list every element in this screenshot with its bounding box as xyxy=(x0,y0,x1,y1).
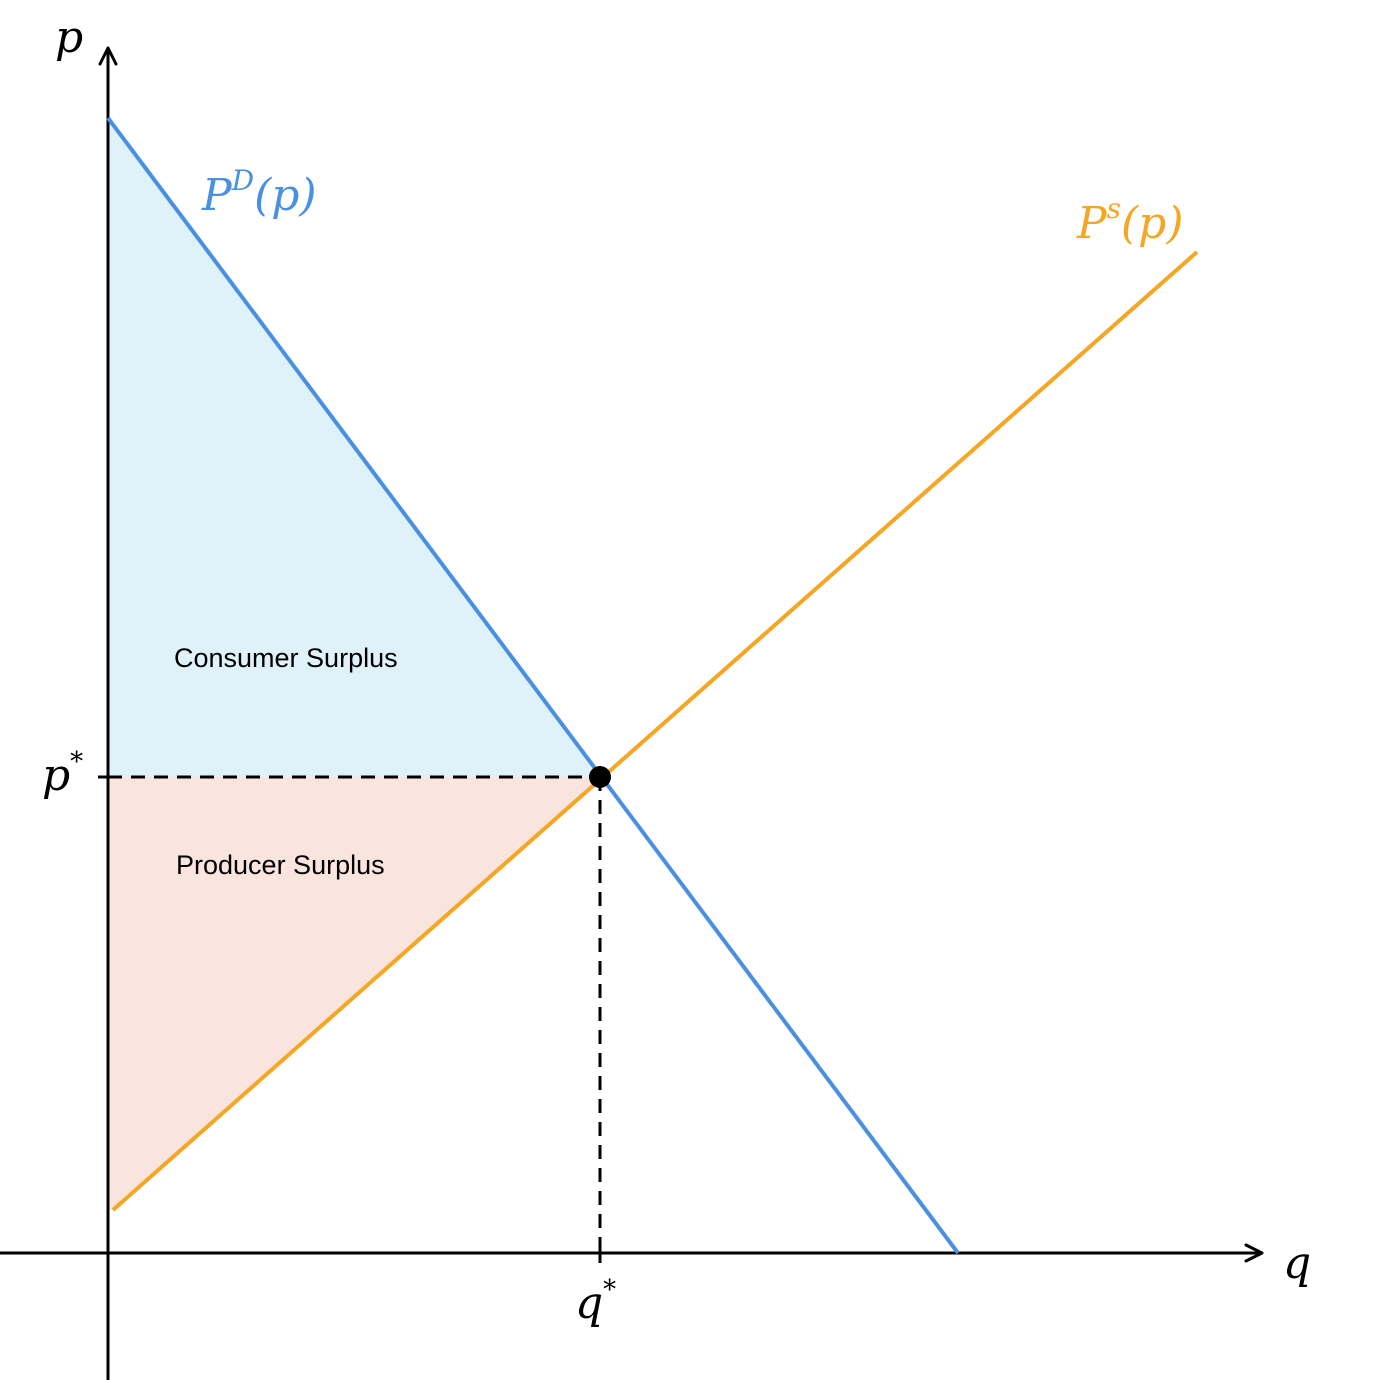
y-axis-label: p xyxy=(55,12,83,63)
price-equilibrium-label: p* xyxy=(42,747,83,801)
supply-curve-label: Ps(p) xyxy=(1076,192,1183,249)
quantity-equilibrium-label: q* xyxy=(575,1275,616,1329)
demand-curve-label: PD(p) xyxy=(201,164,317,221)
equilibrium-point xyxy=(589,766,611,788)
producer-surplus-region xyxy=(108,777,600,1210)
x-axis-label: q xyxy=(1283,1238,1311,1289)
consumer-surplus-label: Consumer Surplus xyxy=(174,643,398,673)
supply-curve xyxy=(111,250,1199,1212)
producer-surplus-label: Producer Surplus xyxy=(176,850,385,880)
demand-curve xyxy=(106,116,960,1255)
